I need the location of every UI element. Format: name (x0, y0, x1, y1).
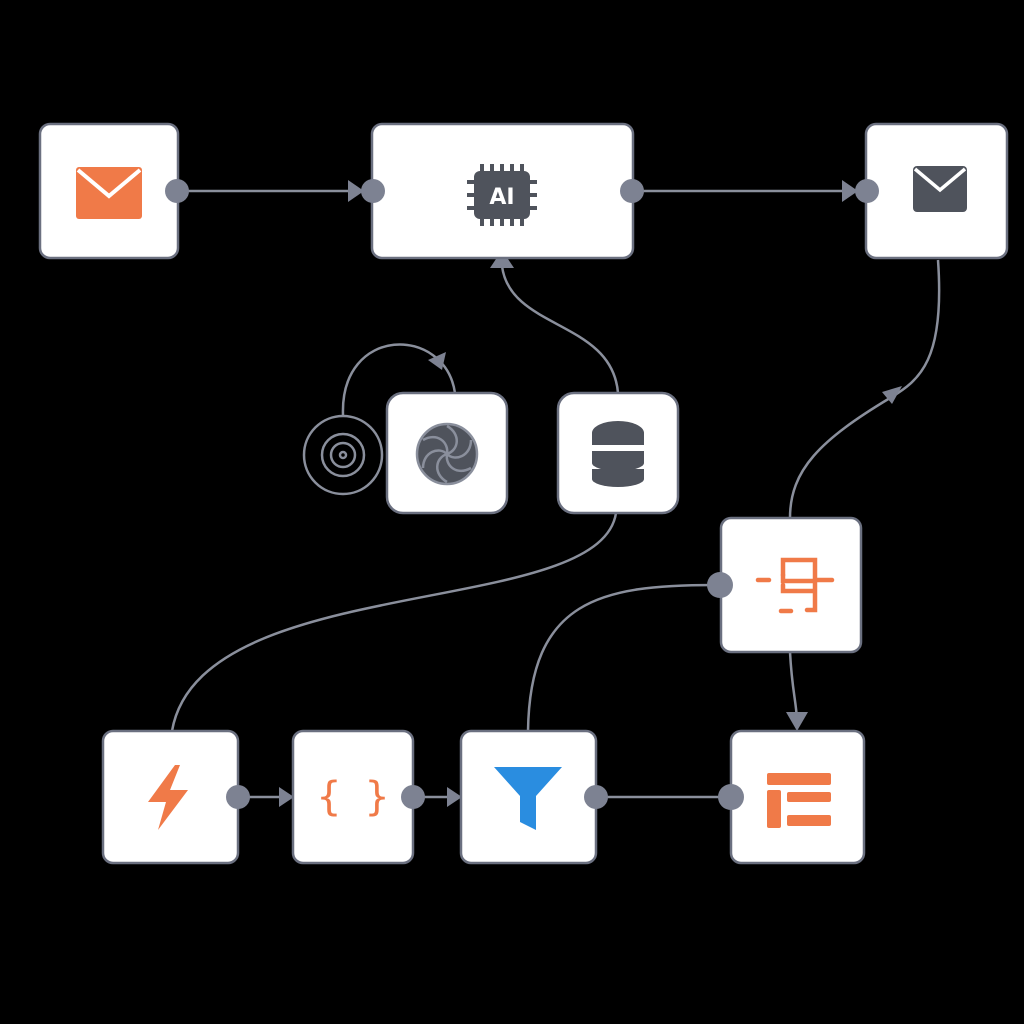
arrow-head (348, 180, 364, 202)
arrow-head (279, 787, 294, 807)
input-handle[interactable] (855, 179, 879, 203)
database-icon (592, 421, 644, 487)
node-ai-agent[interactable]: AI (370, 122, 635, 260)
envelope-icon (913, 166, 967, 212)
node-database[interactable] (556, 391, 680, 515)
node-json-code[interactable]: { } (291, 729, 415, 865)
edge-database-to-trigger[interactable] (170, 512, 618, 732)
output-handle[interactable] (226, 785, 250, 809)
arrow-head (447, 787, 462, 807)
connections (170, 180, 941, 807)
node-send-email[interactable] (864, 122, 1009, 260)
code-transform-icon (755, 557, 835, 614)
edge-memory-to-openai[interactable] (341, 343, 457, 416)
input-handle[interactable] (707, 572, 733, 598)
input-handle[interactable] (718, 784, 744, 810)
node-table-output[interactable] (729, 729, 866, 865)
output-handle[interactable] (584, 785, 608, 809)
braces-icon: { } (317, 774, 389, 820)
filter-icon (494, 767, 562, 830)
edge-code-to-table[interactable] (788, 651, 799, 721)
edge-database-to-ai[interactable] (500, 265, 620, 394)
edge-filter-to-code[interactable] (526, 583, 716, 732)
input-handle[interactable] (361, 179, 385, 203)
arrow-head (428, 352, 446, 370)
output-handle[interactable] (401, 785, 425, 809)
node-openai-model[interactable] (385, 391, 509, 515)
output-handle[interactable] (165, 179, 189, 203)
node-trigger[interactable] (101, 729, 240, 865)
node-email-trigger[interactable] (38, 122, 180, 260)
connector-handles (165, 179, 879, 810)
arrow-head (882, 386, 902, 404)
node-memory[interactable] (302, 414, 384, 496)
layout-table-icon (767, 773, 831, 828)
lightning-icon (148, 765, 188, 830)
target-icon (320, 432, 366, 478)
ai-label: AI (489, 185, 514, 210)
node-filter[interactable] (459, 729, 598, 865)
envelope-icon (76, 167, 142, 219)
edge-send-email-to-code[interactable] (788, 259, 941, 519)
arrow-head (842, 180, 858, 202)
output-handle[interactable] (620, 179, 644, 203)
openai-icon (415, 422, 479, 486)
node-code-transform[interactable] (719, 516, 863, 654)
ai-chip-icon (467, 164, 537, 226)
arrow-head (786, 712, 808, 731)
